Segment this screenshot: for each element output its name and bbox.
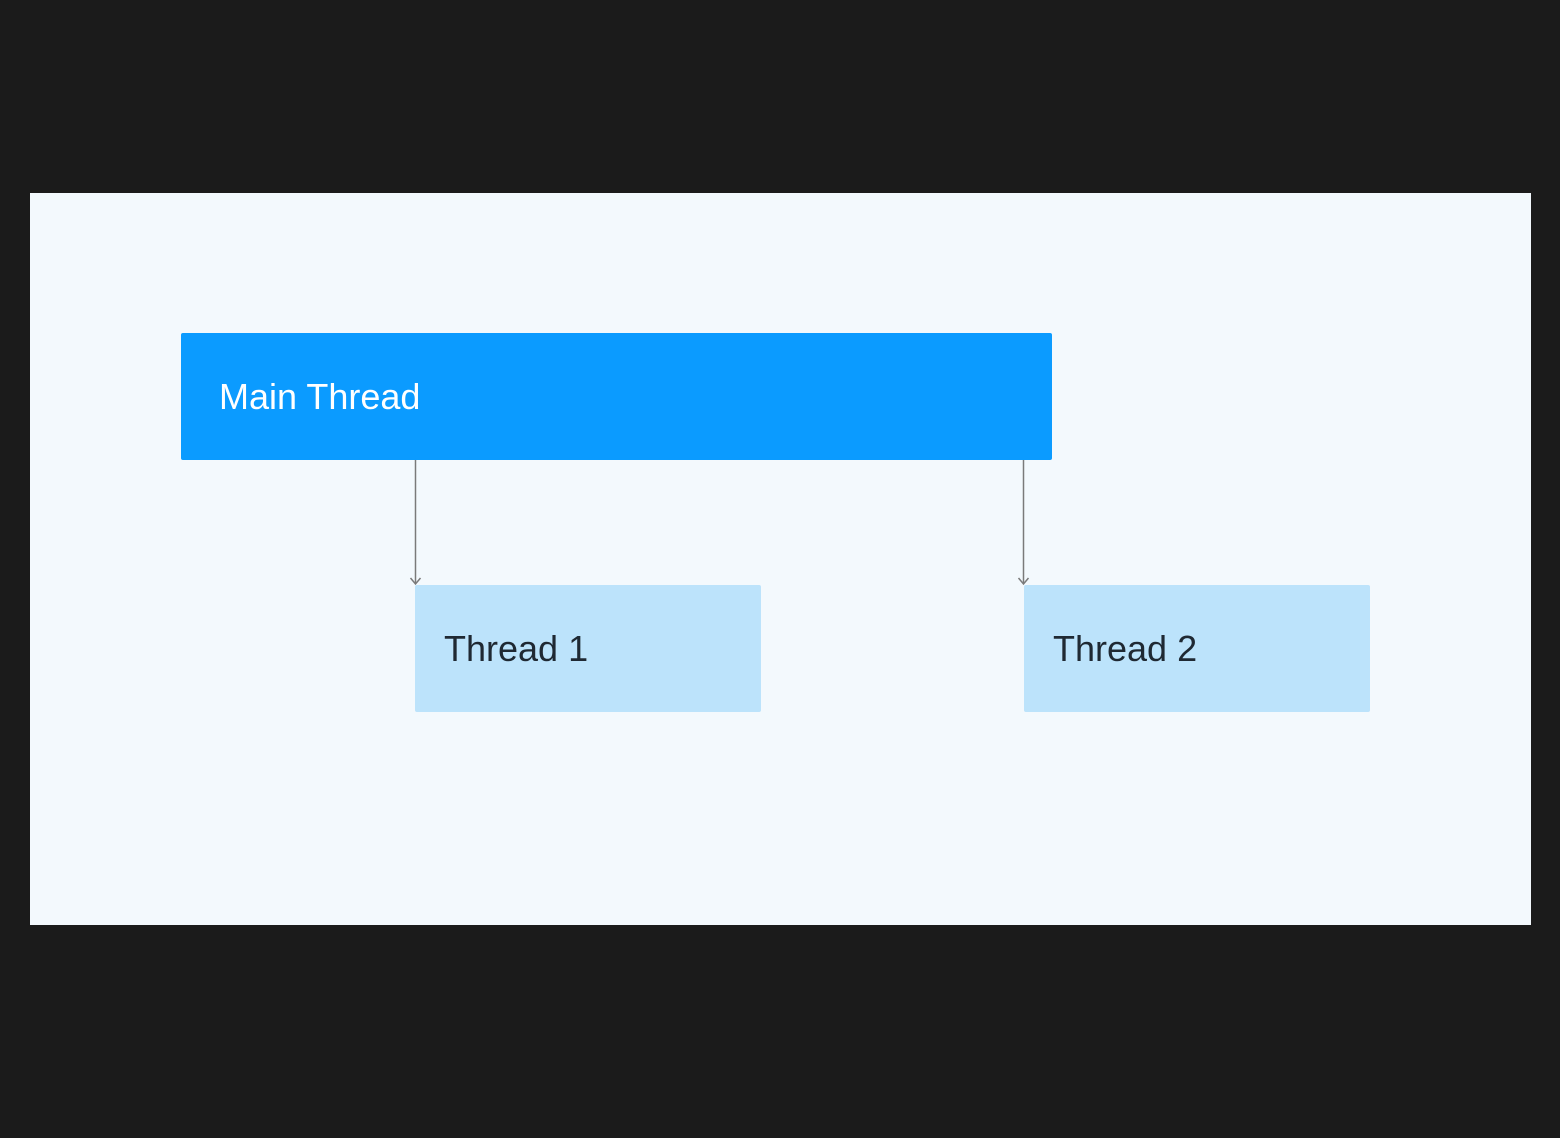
diagram-canvas: Main Thread Thread 1 Thread 2 [30, 193, 1531, 925]
node-label: Main Thread [219, 375, 421, 417]
node-label: Thread 2 [1053, 627, 1198, 669]
arrowhead-icon [409, 577, 422, 586]
node-main-thread: Main Thread [181, 333, 1052, 460]
node-thread-2: Thread 2 [1024, 585, 1370, 712]
edge-main-to-thread-1 [409, 460, 422, 586]
node-label: Thread 1 [444, 627, 589, 669]
connector-layer [409, 460, 1030, 586]
edge-main-to-thread-2 [1017, 460, 1030, 586]
arrowhead-icon [1017, 577, 1030, 586]
node-thread-1: Thread 1 [415, 585, 761, 712]
